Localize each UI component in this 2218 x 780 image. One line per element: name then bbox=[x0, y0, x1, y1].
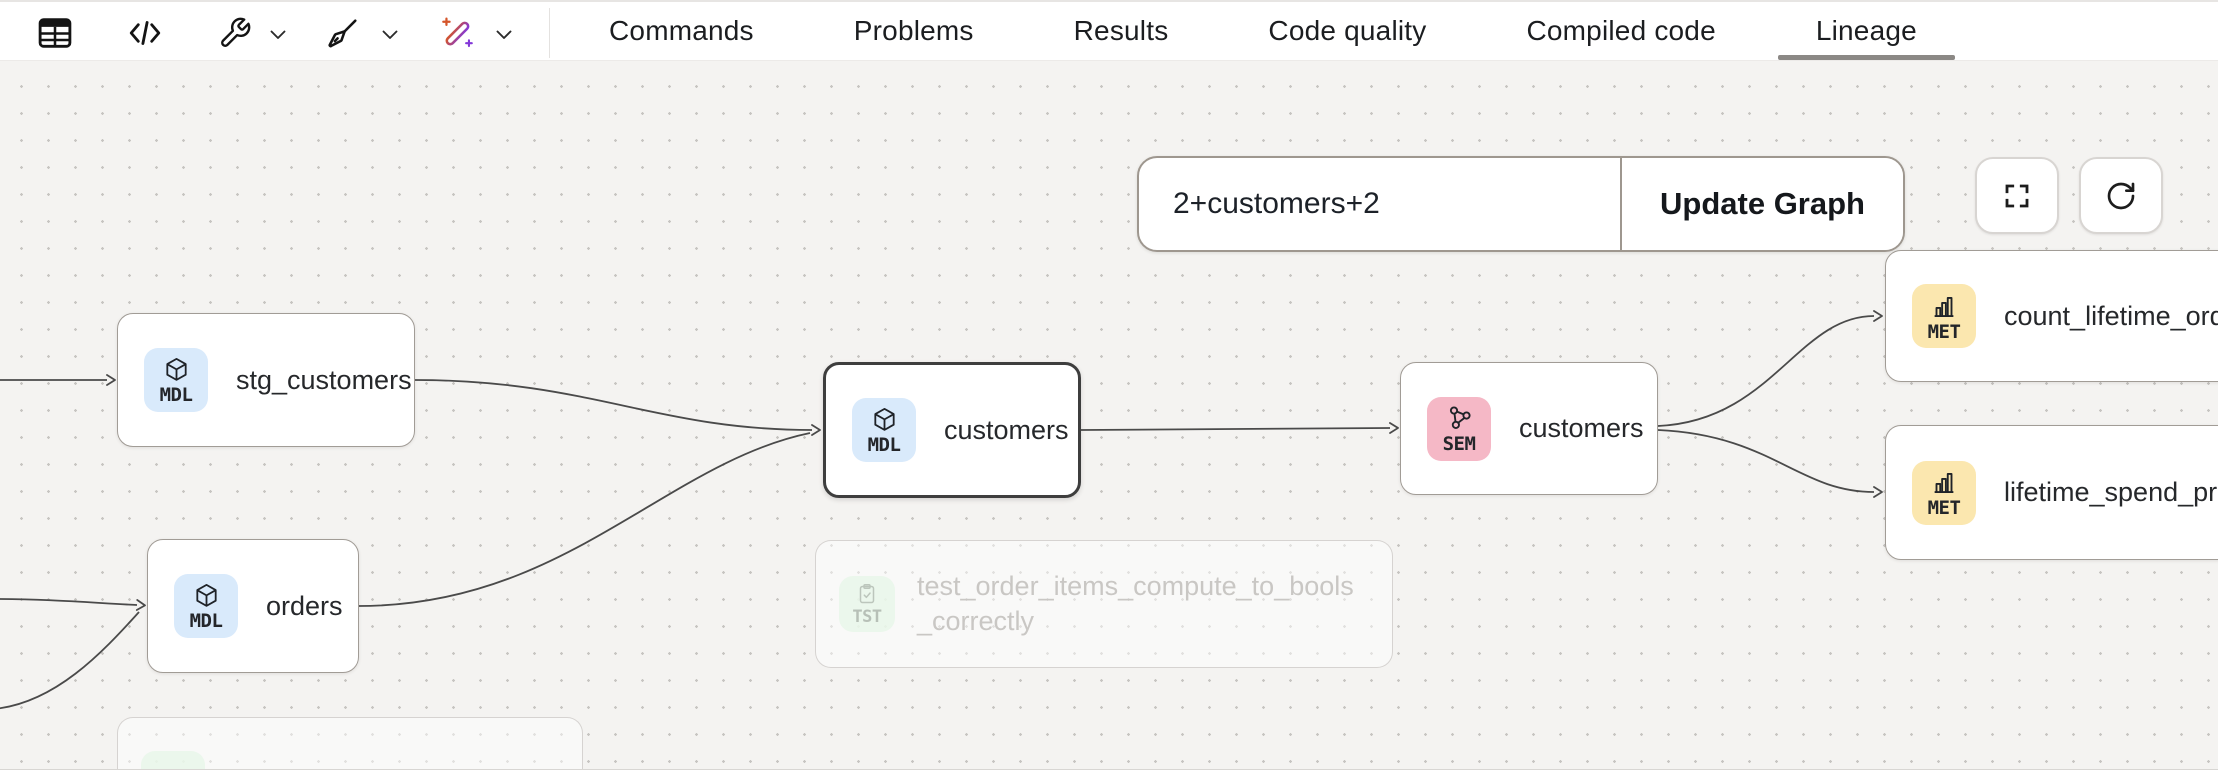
test-badge: TST bbox=[839, 576, 895, 632]
badge-label: MDL bbox=[159, 384, 193, 406]
node-label: lifetime_spend_pretax bbox=[2004, 477, 2218, 507]
edge-into-orders bbox=[0, 598, 146, 611]
toolbar: Commands Problems Results Code quality C… bbox=[0, 0, 2218, 61]
tab-problems[interactable]: Problems bbox=[853, 15, 974, 46]
node-count-lifetime-orders[interactable]: MET count_lifetime_orders bbox=[1885, 250, 2218, 382]
semantic-network-icon bbox=[1449, 406, 1471, 429]
model-badge: MDL bbox=[174, 574, 238, 638]
badge-label: MET bbox=[1927, 497, 1961, 519]
edge-semantic-to-count-lifetime-orders bbox=[1657, 310, 1883, 427]
tab-results[interactable]: Results bbox=[1073, 15, 1169, 46]
node-label: customers bbox=[944, 414, 1069, 445]
bar-chart-icon bbox=[1934, 472, 1954, 493]
test-badge bbox=[141, 751, 205, 770]
chevron-down-icon[interactable] bbox=[266, 23, 290, 47]
node-stg-customers[interactable]: MDL stg_customers bbox=[117, 313, 415, 447]
node-label: count_lifetime_orders bbox=[2004, 300, 2218, 331]
badge-label: TST bbox=[852, 606, 882, 627]
code-icon[interactable] bbox=[127, 15, 163, 51]
tab-lineage[interactable]: Lineage bbox=[1777, 2, 1955, 60]
badge-label: MDL bbox=[867, 434, 901, 456]
node-lifetime-spend-pretax[interactable]: MET lifetime_spend_pretax bbox=[1885, 425, 2218, 560]
refresh-button[interactable] bbox=[2079, 157, 2163, 234]
update-graph-button[interactable]: Update Graph bbox=[1622, 158, 1903, 250]
edge-orders-to-customers bbox=[358, 432, 811, 607]
fullscreen-icon bbox=[2005, 184, 2029, 207]
metric-badge: MET bbox=[1912, 284, 1976, 348]
clipboard-check-icon bbox=[859, 583, 875, 603]
tab-code-quality[interactable]: Code quality bbox=[1268, 15, 1427, 46]
lineage-canvas[interactable]: MDL stg_customers MDL orders MDL custome… bbox=[0, 61, 2218, 770]
semantic-badge: SEM bbox=[1427, 396, 1491, 461]
selector-control: Update Graph bbox=[1137, 156, 1905, 252]
refresh-icon bbox=[2107, 182, 2135, 209]
test-node-label: test_order_items_compute_to_bools _corre… bbox=[917, 571, 1354, 636]
toolbar-divider bbox=[549, 8, 550, 58]
cube-icon bbox=[165, 357, 187, 381]
briefcase-icon bbox=[156, 766, 190, 770]
tab-compiled-code[interactable]: Compiled code bbox=[1526, 15, 1716, 46]
node-label: customers bbox=[1519, 413, 1644, 443]
node-label: stg_customers bbox=[236, 364, 412, 395]
chevron-down-icon[interactable] bbox=[378, 23, 402, 47]
fullscreen-button[interactable] bbox=[1975, 157, 2059, 234]
node-label: orders bbox=[266, 590, 343, 621]
broom-icon[interactable] bbox=[325, 15, 361, 51]
node-test-order-items[interactable]: TST test_order_items_compute_to_bools _c… bbox=[815, 540, 1393, 668]
node-orders[interactable]: MDL orders bbox=[147, 539, 359, 673]
table-icon[interactable] bbox=[36, 14, 74, 52]
cube-icon bbox=[873, 407, 895, 431]
selector-divider bbox=[1620, 158, 1622, 250]
edge-customers-to-semantic bbox=[1080, 422, 1399, 434]
wrench-icon[interactable] bbox=[218, 16, 252, 50]
edge-into-orders-2 bbox=[0, 611, 140, 710]
badge-label: MET bbox=[1927, 320, 1961, 343]
model-badge: MDL bbox=[852, 398, 916, 462]
model-badge: MDL bbox=[144, 348, 208, 412]
node-customers-model[interactable]: MDL customers bbox=[823, 362, 1081, 498]
badge-label: SEM bbox=[1442, 433, 1476, 455]
bar-chart-icon bbox=[1934, 296, 1954, 317]
tab-bar: Commands Problems Results Code quality C… bbox=[609, 2, 1955, 60]
cube-icon bbox=[195, 583, 217, 607]
edge-semantic-to-lifetime-spend bbox=[1657, 429, 1883, 498]
edge-stg-customers-to-customers bbox=[414, 379, 821, 436]
tab-commands[interactable]: Commands bbox=[609, 15, 754, 46]
node-partial-bottom[interactable] bbox=[117, 717, 583, 770]
chevron-down-icon[interactable] bbox=[492, 23, 516, 47]
metric-badge: MET bbox=[1912, 460, 1976, 525]
magic-wand-icon[interactable] bbox=[440, 15, 476, 51]
badge-label: MDL bbox=[189, 610, 223, 632]
node-customers-semantic[interactable]: SEM customers bbox=[1400, 362, 1658, 495]
selector-input[interactable] bbox=[1139, 158, 1620, 250]
